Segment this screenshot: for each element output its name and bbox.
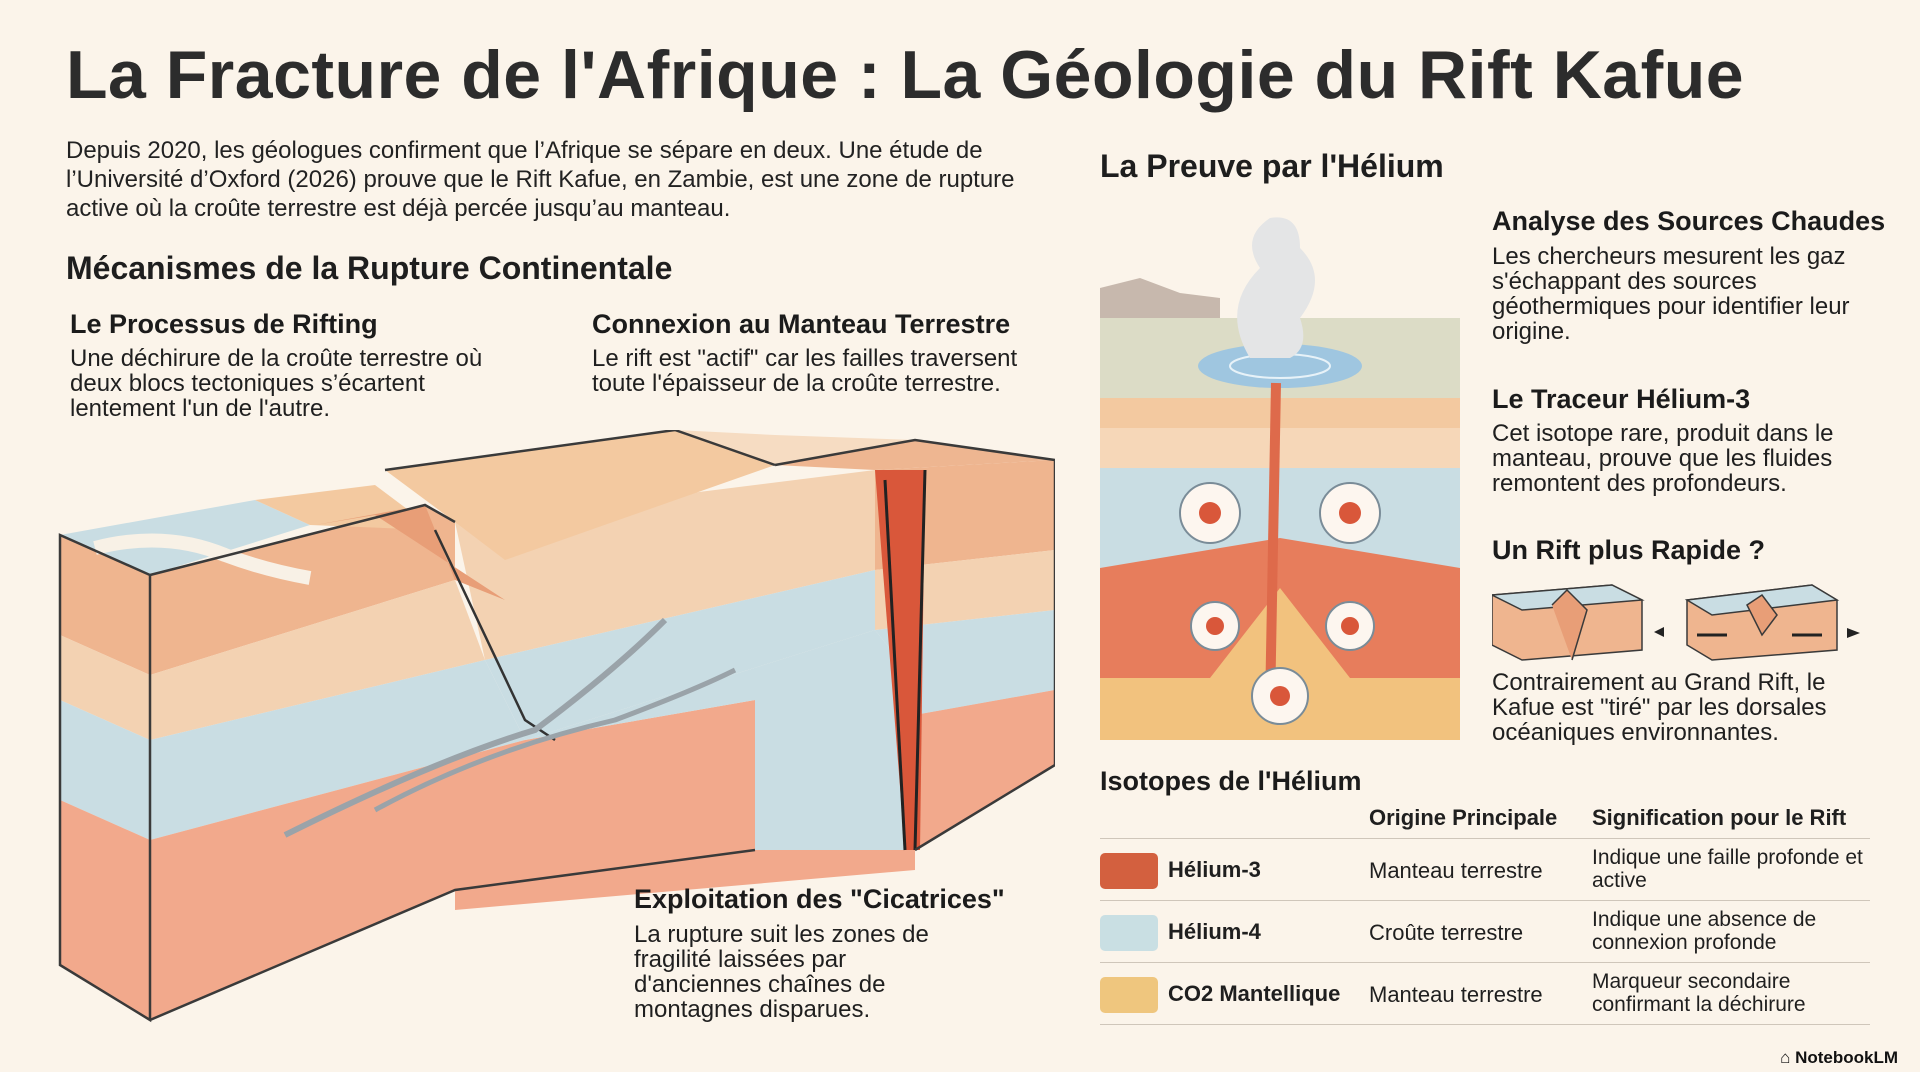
rift-block-diagram — [58, 430, 1055, 1023]
isotope-origin: Manteau terrestre — [1369, 982, 1543, 1007]
intro-paragraph: Depuis 2020, les géologues confirment qu… — [66, 137, 1015, 222]
rifting-text: Une déchirure de la croûte terrestre où … — [70, 345, 483, 422]
mantle-title: Connexion au Manteau Terrestre — [592, 309, 1011, 339]
color-swatch — [1100, 853, 1158, 889]
isotope-name: CO2 Mantellique — [1168, 981, 1341, 1006]
column-origin: Origine Principale — [1369, 805, 1558, 830]
steam-plume — [1237, 217, 1315, 358]
faster-title: Un Rift plus Rapide ? — [1492, 535, 1765, 565]
top-surface — [60, 430, 1055, 600]
isotope-meaning: Indique une absence de connexion profond… — [1592, 908, 1817, 954]
scars-text: La rupture suit les zones de fragilité l… — [634, 921, 929, 1023]
mantle-text: Le rift est "actif" car les failles trav… — [592, 345, 1018, 397]
color-swatch — [1100, 915, 1158, 951]
isotope-name: Hélium-4 — [1168, 919, 1261, 944]
helium-heading: La Preuve par l'Hélium — [1100, 148, 1444, 184]
springs-text: Les chercheurs mesurent les gaz s'échapp… — [1492, 243, 1850, 345]
tracer-title: Le Traceur Hélium-3 — [1492, 384, 1751, 414]
block-outlines — [58, 430, 1055, 1023]
tracer-text: Cet isotope rare, produit dans le mantea… — [1492, 420, 1834, 497]
isotope-name: Hélium-3 — [1168, 857, 1261, 882]
isotope-origin: Croûte terrestre — [1369, 920, 1524, 945]
table-row: CO2 Mantellique Manteau terrestre Marque… — [1100, 964, 1870, 1025]
rifting-title: Le Processus de Rifting — [70, 309, 378, 339]
isotope-meaning: Indique une faille profonde et active — [1592, 846, 1863, 892]
mechanisms-heading: Mécanismes de la Rupture Continentale — [66, 250, 673, 286]
table-row: Hélium-3 Manteau terrestre Indique une f… — [1100, 840, 1870, 901]
isotope-origin: Manteau terrestre — [1369, 858, 1543, 883]
hot-spring-pool — [1198, 344, 1362, 388]
color-swatch — [1100, 977, 1158, 1013]
rift-fault-magma — [875, 470, 925, 850]
rift-comparison-icons — [1492, 584, 1860, 661]
faster-text: Contrairement au Grand Rift, le Kafue es… — [1492, 669, 1827, 746]
isotope-meaning: Marqueur secondaire confirmant la déchir… — [1592, 970, 1806, 1016]
column-meaning: Signification pour le Rift — [1592, 805, 1847, 830]
scars-title: Exploitation des "Cicatrices" — [634, 884, 1005, 914]
isotopes-heading: Isotopes de l'Hélium — [1100, 766, 1362, 796]
page-title: La Fracture de l'Afrique : La Géologie d… — [66, 37, 1745, 113]
brand-label: ⌂ NotebookLM — [1780, 1048, 1898, 1067]
springs-title: Analyse des Sources Chaudes — [1492, 206, 1886, 236]
hot-spring-diagram — [1100, 208, 1460, 740]
notebook-icon: ⌂ — [1780, 1048, 1796, 1067]
table-row: Hélium-4 Croûte terrestre Indique une ab… — [1100, 902, 1870, 963]
